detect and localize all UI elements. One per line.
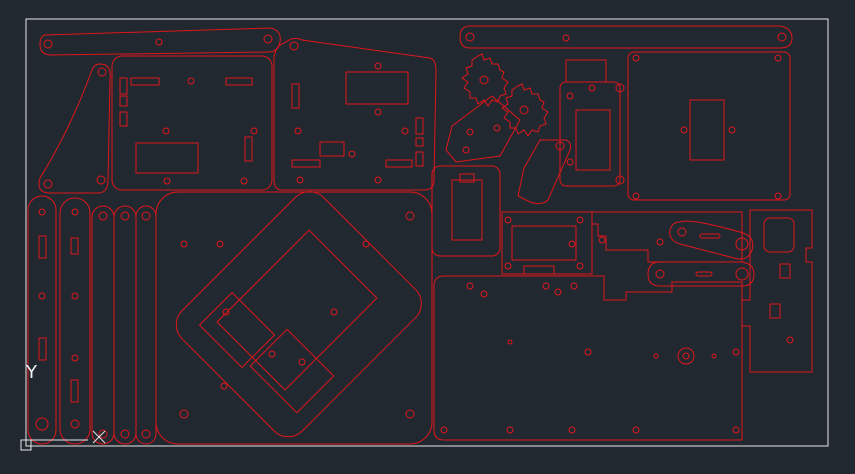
servo-horn-part [517, 139, 571, 205]
arm-link-top-right [459, 25, 793, 49]
arm-slot-link [669, 220, 754, 260]
middle-connector-plate [591, 211, 743, 263]
vertical-link-4 [113, 205, 137, 445]
vertical-link-3 [91, 205, 115, 445]
electronics-plate-center [273, 37, 437, 191]
vertical-link-1 [27, 195, 57, 445]
base-plate-right [433, 275, 743, 441]
gear-top [461, 53, 509, 107]
top-right-plate [627, 51, 791, 201]
electronics-plate-left [111, 55, 273, 191]
servo-holder-middle [501, 211, 593, 275]
vertical-link-2 [59, 197, 91, 445]
ucs-axis-icon [20, 380, 106, 451]
laser-cut-parts [27, 25, 813, 445]
arm-link-top-left [39, 27, 281, 56]
battery-holder-plate [431, 165, 501, 257]
vertical-link-5 [135, 205, 157, 445]
base-plate-center [155, 191, 433, 445]
drawing-border [25, 18, 829, 447]
arm-slot-link-2 [647, 261, 755, 287]
right-side-bracket [741, 209, 813, 373]
gear-bracket [445, 95, 521, 163]
servo-bracket [559, 59, 625, 187]
ucs-y-label: Y [26, 362, 37, 383]
curved-side-plate [38, 63, 111, 194]
